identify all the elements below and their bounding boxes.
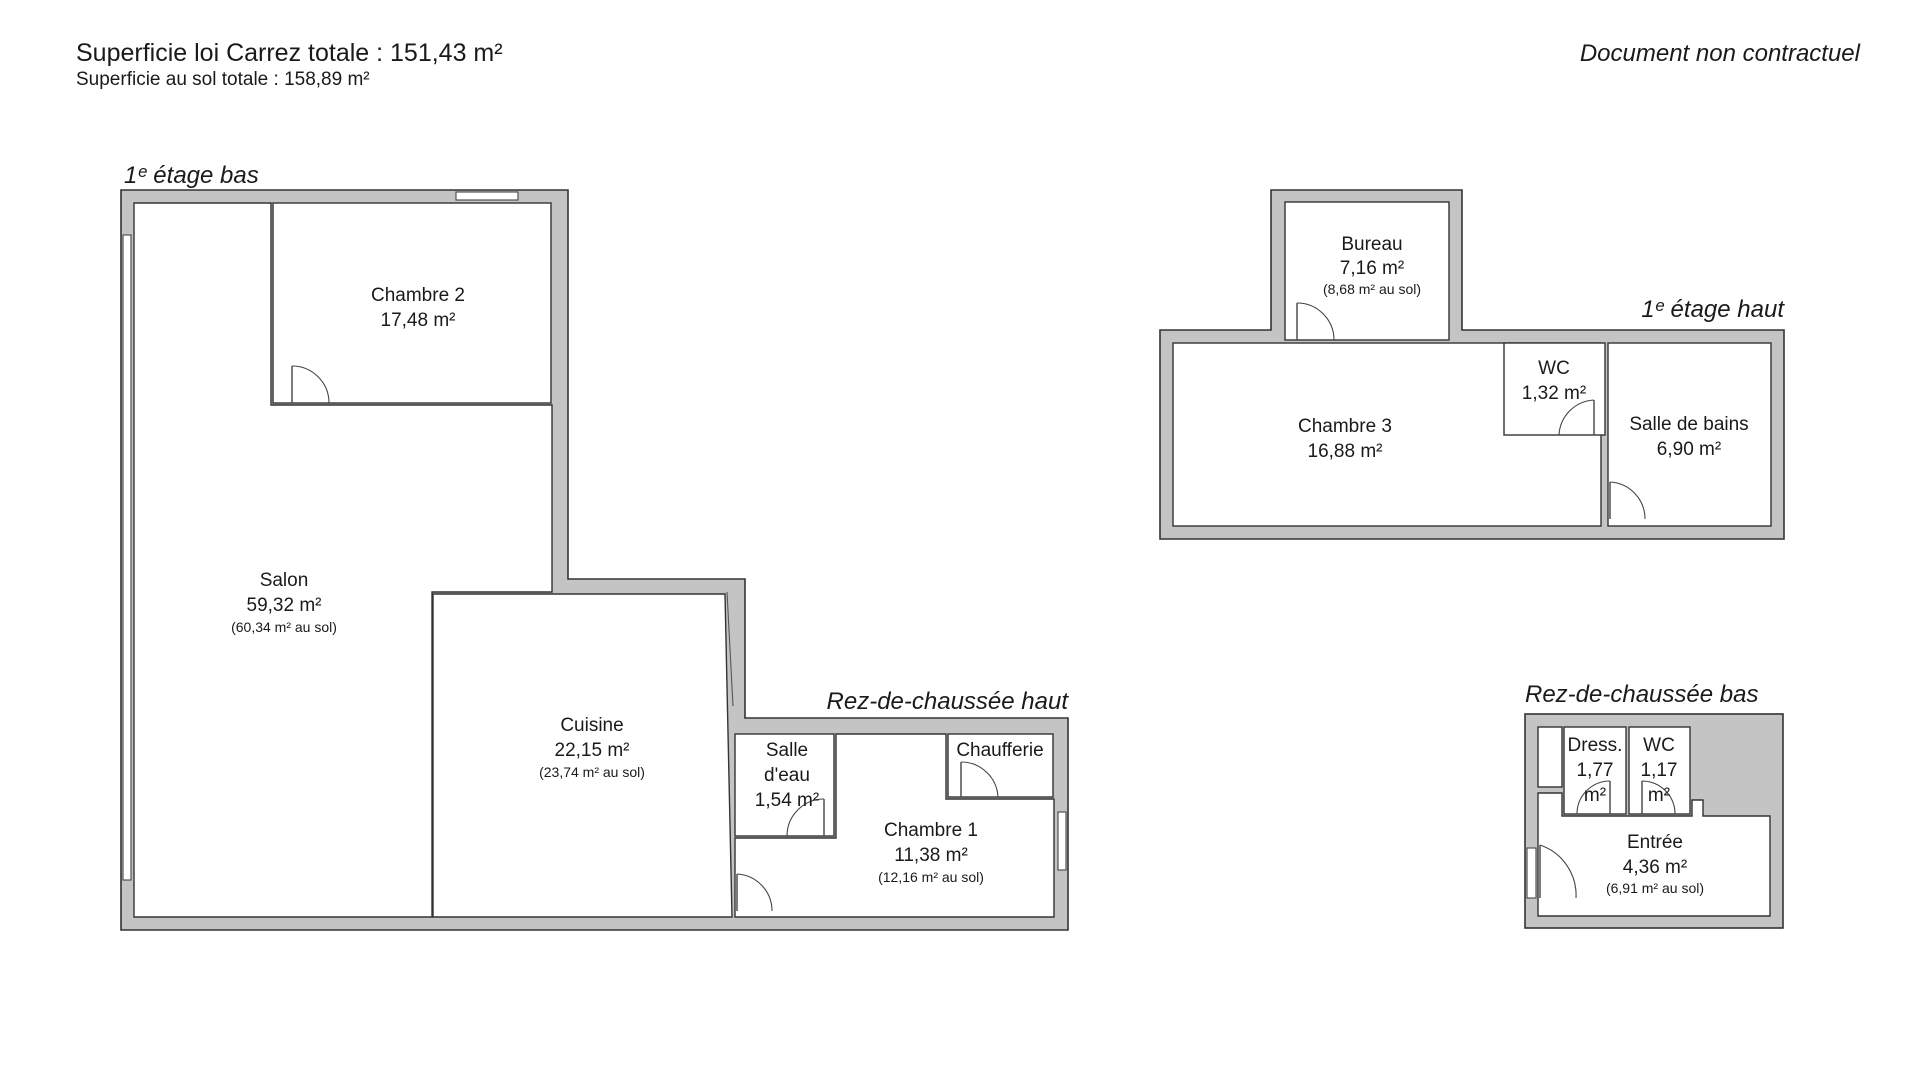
room-salon — [133, 202, 553, 918]
room-area: m² — [1648, 785, 1670, 806]
room-floor-area: (23,74 m² au sol) — [539, 764, 645, 780]
door — [1296, 302, 1335, 341]
room-area: 1,77 — [1577, 760, 1614, 781]
door — [1641, 780, 1676, 815]
room-area: 22,15 m² — [555, 740, 630, 761]
door — [1539, 844, 1577, 899]
room-name: WC — [1643, 735, 1675, 756]
room-area: m² — [1584, 785, 1606, 806]
room-wc-haut — [1503, 342, 1606, 436]
room-name: Salle — [766, 740, 808, 761]
room-wc-bas — [1628, 726, 1691, 815]
door — [1576, 780, 1611, 815]
room-name: Salle de bains — [1629, 414, 1748, 435]
room-chambre-2 — [272, 202, 552, 404]
window — [122, 234, 132, 881]
room-bureau — [1284, 201, 1450, 341]
room-name: Cuisine — [560, 715, 623, 736]
level-label-etage-bas: 1ᵉ étage bas — [124, 162, 259, 189]
level-label-etage-haut: 1ᵉ étage haut — [1641, 296, 1785, 323]
room-area: 4,36 m² — [1623, 857, 1687, 878]
room-dress — [1563, 726, 1627, 815]
window — [455, 191, 519, 201]
room-chambre-1 — [734, 733, 1055, 918]
room-area: 7,16 m² — [1340, 258, 1404, 279]
room-name: Dress. — [1568, 735, 1623, 756]
room-name: WC — [1538, 358, 1570, 379]
room-cuisine — [432, 593, 733, 918]
room-name: d'eau — [764, 765, 810, 786]
door — [786, 798, 825, 837]
room-chaufferie — [947, 733, 1054, 798]
room-area: 1,54 m² — [755, 790, 819, 811]
total-carrez-area: Superficie loi Carrez totale : 151,43 m² — [76, 39, 503, 67]
room-floor-area: (6,91 m² au sol) — [1606, 880, 1704, 896]
door — [1558, 399, 1595, 436]
room-name: Chambre 1 — [884, 820, 978, 841]
room-area: 1,32 m² — [1522, 383, 1586, 404]
room-area: 16,88 m² — [1308, 441, 1383, 462]
disclaimer-note: Document non contractuel — [1579, 40, 1860, 67]
total-floor-area: Superficie au sol totale : 158,89 m² — [76, 69, 370, 90]
room-area: 17,48 m² — [381, 310, 456, 331]
plan-etage-bas-rdc-haut: 1ᵉ étage bas Rez-de-chaussée haut Chambr… — [120, 162, 1070, 931]
room-salle-de-bains — [1607, 342, 1772, 527]
room-floor-area: (60,34 m² au sol) — [231, 619, 337, 635]
level-label-rdc-haut: Rez-de-chaussée haut — [827, 688, 1070, 715]
window — [1057, 811, 1067, 871]
room-area: 6,90 m² — [1657, 439, 1721, 460]
surface-summary: Superficie loi Carrez totale : 151,43 m²… — [76, 38, 503, 92]
room-name: Bureau — [1341, 234, 1402, 255]
room-area: 11,38 m² — [894, 845, 968, 866]
door — [736, 873, 773, 912]
closet — [1537, 726, 1563, 788]
room-entree — [1537, 792, 1771, 917]
room-salle-deau — [734, 733, 835, 837]
plan-rdc-bas: Rez-de-chaussée bas Dress. 1,77 m² WC 1,… — [1524, 681, 1784, 929]
room-area: 59,32 m² — [247, 595, 322, 616]
room-floor-area: (8,68 m² au sol) — [1323, 281, 1421, 297]
level-label-rdc-bas: Rez-de-chaussée bas — [1525, 681, 1758, 708]
room-floor-area: (12,16 m² au sol) — [878, 869, 984, 885]
window — [1526, 847, 1537, 899]
room-area: 1,17 — [1641, 760, 1678, 781]
room-name: Salon — [260, 570, 309, 591]
room-name: Chambre 2 — [371, 285, 465, 306]
room-name: Chambre 3 — [1298, 416, 1392, 437]
room-name: Chaufferie — [956, 740, 1043, 761]
room-name: Entrée — [1627, 832, 1683, 853]
plan-etage-haut: 1ᵉ étage haut Bureau 7,16 m² (8,68 m² au… — [1159, 189, 1785, 540]
door — [291, 365, 330, 404]
door — [960, 761, 999, 798]
door — [1609, 481, 1646, 520]
